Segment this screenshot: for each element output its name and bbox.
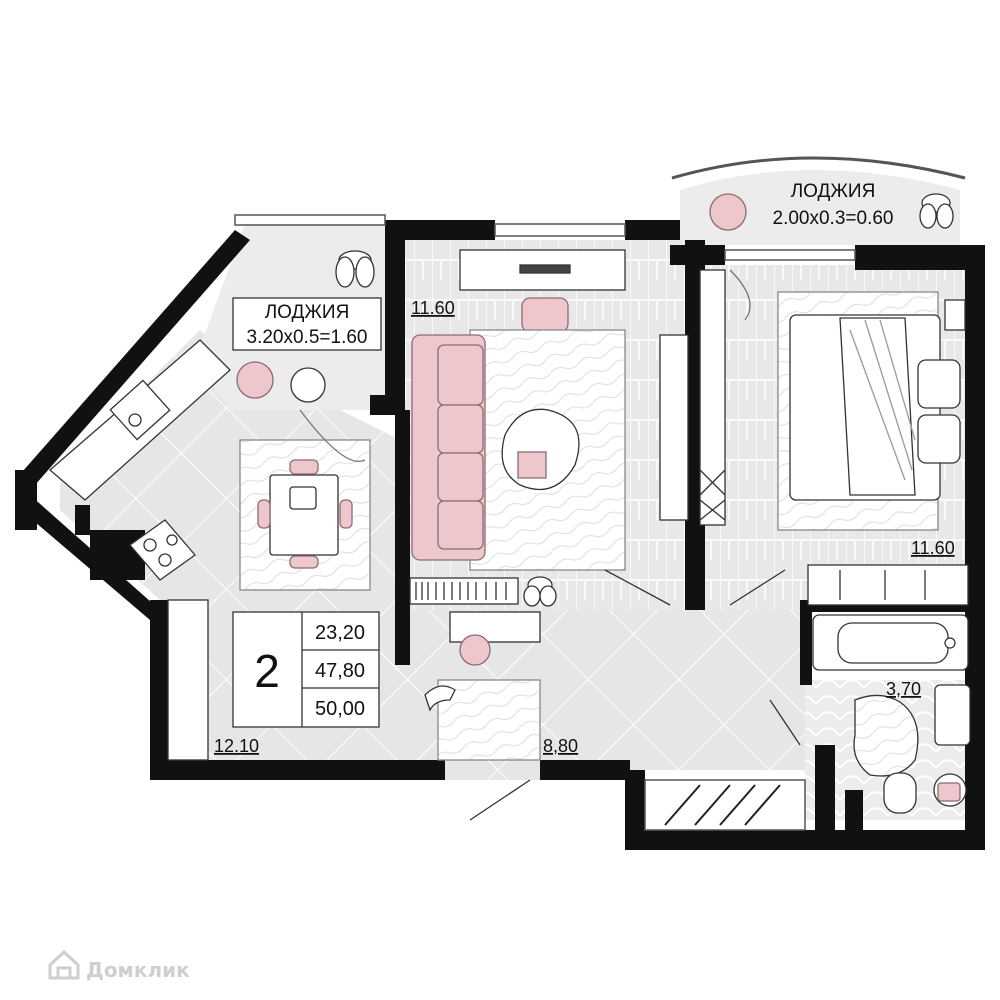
plant-icon [335,250,375,288]
balcony-glazing [644,779,806,831]
pillow-bottom [917,414,961,464]
loggia-left [232,250,382,462]
window-living [494,223,626,237]
wall-left-vertical [150,600,170,780]
door-swing-living [604,569,671,606]
total-area: 47,80 [315,660,365,682]
hall-stool [459,634,491,666]
wall-right [965,270,985,850]
door-swing-bedroom [729,569,786,606]
plant-icon [523,576,557,607]
wall-top-living-left [385,220,495,240]
window-loggia-right-arc [671,156,966,180]
wall-bottom-left [150,760,410,780]
toilet [883,772,917,814]
loggia-left-title: ЛОДЖИЯ [265,302,350,323]
door-swing-bedroom-loggia [729,269,751,321]
wardrobe-doors [699,469,726,521]
hall-mat [437,679,541,761]
sink-drain [128,413,142,427]
bathroom-sink [934,684,971,746]
wall-left-step [15,495,160,620]
wall-bath-stub [815,745,835,830]
hall-furniture [424,611,541,821]
dining-chair-top [289,459,319,475]
bathroom-fixtures [769,614,971,814]
bookshelf [409,577,519,605]
door-swing-bathroom [769,699,801,746]
wardrobe-living [659,334,689,521]
window-loggia-left [234,214,386,226]
loggia-right-chair [709,193,747,231]
desk-chair [521,297,569,333]
loggia-right [709,193,954,321]
coffee-table-book [517,451,547,479]
pillow-top [917,359,961,409]
labels: ЛОДЖИЯ 3.20x0.5=1.60 ЛОДЖИЯ 2.00x0.3=0.6… [214,181,955,756]
kitchen-furniture [49,339,371,761]
watermark-text: Домклик [86,958,190,982]
wall-bottom-hall-right [540,760,630,780]
wall-loggia-left [370,395,405,415]
rooms-count: 2 [254,645,280,697]
sink [109,379,171,441]
living-room-furniture [409,249,689,607]
living-area-label: 11.60 [411,298,455,318]
loggia-left-table [290,367,326,403]
wall-bottom-balcony [625,830,980,850]
loggia-right-title: ЛОДЖИЯ [791,181,876,202]
cat-icon [424,685,456,712]
bathroom-area-label: 3,70 [886,679,921,699]
kitchen-counter-lower [167,599,209,761]
bedroom-dresser [807,564,969,606]
area-summary-box [232,611,380,728]
bookshelf-books [415,582,507,600]
dining-chair-right [339,499,353,529]
area-summary: 2 23,20 47,80 50,00 [232,611,380,728]
wall-living-left [385,220,405,410]
window-bedroom [724,249,856,261]
wall-kitchen-niche [75,505,90,535]
wall-kitchen-niche-2 [90,530,145,580]
living-area-total: 23,20 [315,622,365,644]
wall-diagonal [15,230,250,485]
wall-top-living-right [625,220,680,240]
dining-tray [289,486,317,510]
watermark: Домклик [48,949,190,982]
wall-living-left-lower [395,410,410,665]
kitchen-area-label: 12.10 [214,736,259,756]
hall-console [449,611,541,643]
loggia-left-label-box [232,297,382,351]
balcony-glazing-hatch [664,784,781,826]
door-swing-loggia-left [299,409,366,462]
entrance-door-swing [469,779,531,821]
bedroom-area-label: 11.60 [911,538,955,558]
loggia-right-dims: 2.00x0.3=0.60 [773,208,894,229]
house-icon [48,949,80,980]
loggia-right-floor [680,170,960,245]
total-area-with-loggias: 50,00 [315,698,365,720]
nightstand [944,299,966,331]
plant-icon [919,193,954,229]
dining-chair-left [257,499,271,529]
windows [234,156,966,831]
wall-top-bedroom [670,245,725,265]
dining-chair-bottom [289,555,319,569]
stove [129,519,196,581]
wall-bath-stub-2 [845,790,863,830]
bedroom-furniture [699,269,969,606]
wall-top-bedroom-right [855,245,985,270]
wall-bath-left [800,600,812,685]
tv [519,264,571,274]
bathroom-rug [853,694,919,777]
loggia-left-chair [236,361,274,399]
bedroom-wardrobe [699,269,726,526]
wall-bottom-hall-left [390,760,445,780]
hall-area-label: 8,80 [543,736,578,756]
loggia-left-dims: 3.20x0.5=1.60 [247,327,368,348]
